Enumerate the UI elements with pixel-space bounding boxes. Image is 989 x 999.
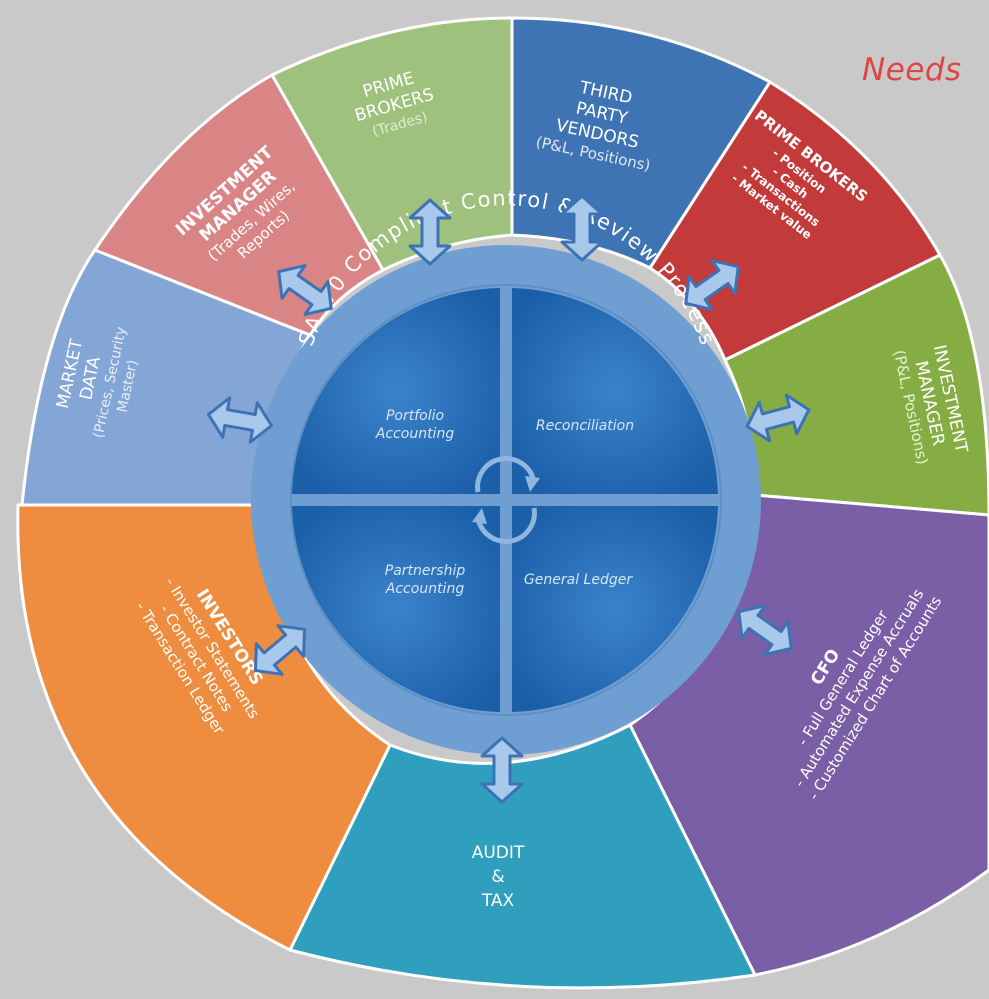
arrow-prime-brokers-needs <box>684 259 740 311</box>
segment-label-audit-tax: AUDIT&TAX <box>472 843 525 911</box>
segment-investment-manager-trades <box>92 72 386 337</box>
segment-audit-tax <box>287 722 758 990</box>
arrow-investment-manager-trades <box>277 264 333 316</box>
quadrant-partnership <box>292 506 500 712</box>
quadrant-label-ledger: General Ledger <box>524 572 633 588</box>
quadrant-portfolio <box>292 288 500 494</box>
segment-label-prime-brokers-trades: PRIMEBROKERS(Trades) <box>347 64 441 143</box>
arrow-audit-tax <box>480 736 524 804</box>
quadrant-reconciliation <box>512 288 718 494</box>
arrow-investors <box>253 624 307 676</box>
quadrant-ledger <box>512 506 718 712</box>
arrow-market-data <box>206 396 274 444</box>
arrow-investment-manager-needs <box>745 393 811 443</box>
arrow-prime-brokers-trades <box>408 198 452 266</box>
arrow-third-party-vendors <box>560 194 604 262</box>
center-quadrants <box>292 288 718 712</box>
ring-inner-edge <box>290 284 722 716</box>
arrows <box>206 194 811 804</box>
quadrant-label-reconciliation: Reconciliation <box>536 418 634 434</box>
arrow-cfo <box>737 604 793 656</box>
segment-label-prime-brokers-needs: PRIME BROKERS- Position- Cash- Transacti… <box>713 106 871 254</box>
cycle-icon <box>472 456 540 544</box>
segments <box>16 16 989 990</box>
needs-label: Needs <box>862 52 962 88</box>
